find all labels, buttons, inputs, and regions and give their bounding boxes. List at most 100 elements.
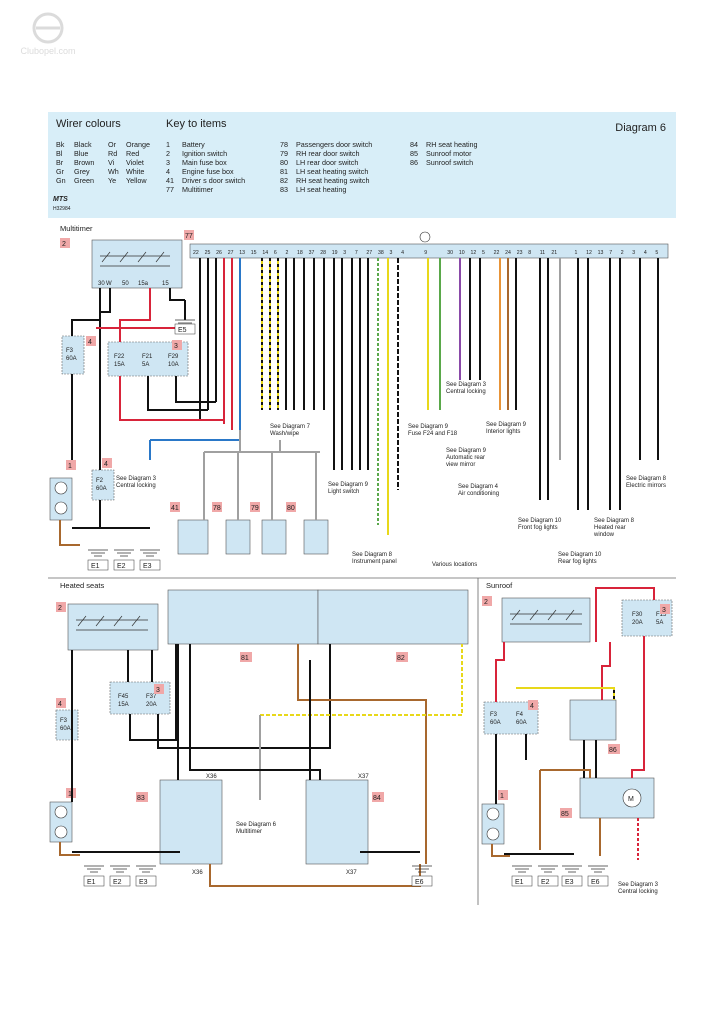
- svg-text:F29: F29: [168, 354, 179, 360]
- tag-ignition-switch: [60, 238, 70, 248]
- svg-text:F3: F3: [66, 348, 74, 354]
- ignition-switch-b: [67, 603, 159, 651]
- tag-4a: [86, 336, 96, 346]
- multitimer-pin: 7: [355, 250, 358, 256]
- svg-text:3: 3: [174, 343, 178, 350]
- svg-text:Various locations: Various locations: [432, 562, 477, 568]
- motor-symbol: M: [628, 796, 634, 803]
- multitimer-pin: 5: [482, 250, 485, 256]
- multitimer-pin: 25: [205, 250, 211, 256]
- svg-text:4: 4: [104, 461, 108, 468]
- svg-text:78: 78: [213, 505, 221, 512]
- svg-text:79: 79: [251, 505, 259, 512]
- tag-multitimer: [184, 230, 194, 240]
- svg-text:1: 1: [68, 463, 72, 470]
- ground-labels-sunroof: E1 E2 E3 E6: [511, 875, 609, 887]
- ignition-switch-c: [501, 597, 591, 643]
- tag-4b: [102, 458, 112, 468]
- tag-4d: [528, 700, 538, 710]
- svg-text:2: 2: [58, 605, 62, 612]
- multitimer-left-wires: [59, 288, 240, 546]
- motor-icon: [622, 788, 642, 808]
- diagram-number: Diagram 6: [615, 122, 666, 134]
- multitimer-pin: 6: [274, 250, 277, 256]
- tag-84: [372, 792, 384, 802]
- multitimer-pin: 26: [216, 250, 222, 256]
- multitimer-pin: 1: [575, 250, 578, 256]
- multitimer-box: [189, 243, 669, 259]
- svg-text:15a: 15a: [138, 281, 149, 287]
- multitimer-pin: 38: [378, 250, 384, 256]
- sunroof-motor: [579, 777, 655, 819]
- svg-text:F30: F30: [632, 612, 643, 618]
- svg-text:F3: F3: [490, 712, 498, 718]
- svg-text:W: W: [106, 281, 112, 287]
- tag-86: [608, 744, 620, 754]
- svg-text:15: 15: [162, 281, 169, 287]
- multitimer-pin: 4: [644, 250, 647, 256]
- svg-text:84: 84: [373, 795, 381, 802]
- svg-text:81: 81: [241, 655, 249, 662]
- rh-seat-heating: [305, 779, 369, 865]
- multitimer-pin: 23: [517, 250, 523, 256]
- multitimer-pin: 21: [551, 250, 557, 256]
- svg-text:E3: E3: [565, 879, 574, 886]
- fuse-box-main-3a: F3 60A: [61, 335, 85, 375]
- tag-4c: [56, 698, 66, 708]
- svg-text:E1: E1: [91, 563, 100, 570]
- svg-text:82: 82: [397, 655, 405, 662]
- multitimer-pin: 28: [320, 250, 326, 256]
- door-switch-wires: [203, 430, 320, 520]
- grounds-multitimer: [88, 319, 195, 557]
- multitimer-pin: 13: [598, 250, 604, 256]
- multitimer-pin: 3: [632, 250, 635, 256]
- key-title: Key to items: [166, 118, 227, 130]
- svg-text:10A: 10A: [168, 362, 179, 368]
- svg-text:41: 41: [171, 505, 179, 512]
- tag-1b: [66, 788, 76, 798]
- heated-seat-wires: [59, 644, 463, 887]
- ignition-switch-box: [91, 239, 183, 289]
- svg-text:1: 1: [68, 791, 72, 798]
- connector-x36a: X36: [206, 774, 217, 780]
- tag-2c: [482, 596, 492, 606]
- svg-text:85: 85: [561, 811, 569, 818]
- section-title-multitimer: Multitimer: [60, 224, 93, 233]
- svg-text:E5: E5: [178, 327, 187, 334]
- svg-text:60A: 60A: [516, 720, 527, 726]
- svg-text:20A: 20A: [632, 620, 643, 626]
- grounds-sunroof: [512, 865, 608, 873]
- lh-seat-heating: [159, 779, 223, 865]
- svg-text:F22: F22: [114, 354, 125, 360]
- tag-2a: 2: [62, 241, 66, 248]
- tag-1a: [66, 460, 76, 470]
- sunroof-wires: [491, 587, 655, 860]
- ignition-terminals: 30 W 50 15a 15: [98, 281, 169, 287]
- battery-c: [481, 803, 505, 845]
- svg-text:1: 1: [500, 793, 504, 800]
- tag-81: [240, 652, 252, 662]
- multitimer-pin: 2: [621, 250, 624, 256]
